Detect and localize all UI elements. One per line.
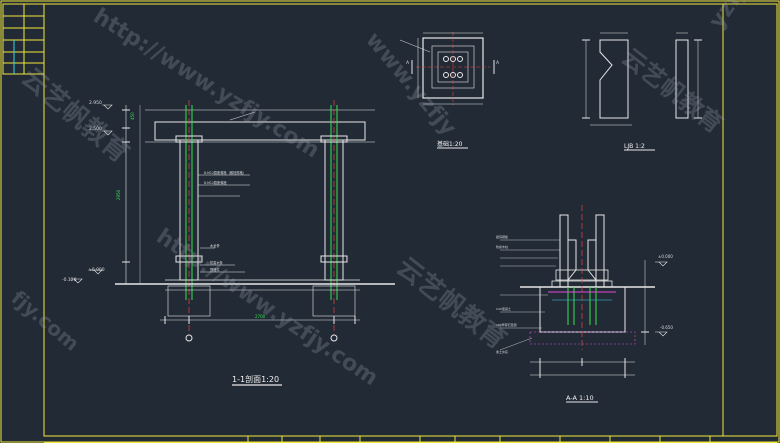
svg-text:2700: 2700 [255, 314, 266, 319]
watermark-brand-1: 云艺帆教育 [16, 62, 136, 169]
aa-annotation-gravel: 100厚碎石垫层 [496, 322, 517, 327]
aa-annotation-soil: 素土夯实 [496, 349, 508, 354]
watermark-url-5: www.yzfjy [360, 28, 460, 141]
annotation-bolt: 6-M12膨胀螺栓 [204, 180, 228, 185]
annotation-wood-strip: 防腐木条 [210, 260, 224, 265]
aa-annotation-column: 防腐木柱 [496, 244, 508, 249]
watermark-url-4: fjy.com [7, 285, 84, 355]
title-section-a-a: A-A 1:10 [566, 394, 594, 402]
elev-2500: 2.500 [89, 126, 102, 132]
annotation-wood-joist: 木龙骨 [210, 243, 220, 248]
title-foundation: 基础1:20 [437, 140, 463, 148]
svg-text:450: 450 [130, 112, 135, 120]
elev-ground: ±0.000 [88, 267, 105, 273]
title-ljb: LJB 1:2 [624, 143, 645, 150]
section-a-a-drawing [499, 205, 668, 378]
watermark-url-3: yzfjy.com [704, 0, 780, 33]
watermark-brand-2: 云艺帆教育 [391, 251, 513, 355]
aa-annotation-concrete: C20混凝土 [496, 306, 511, 311]
ljb-detail-drawing [582, 32, 702, 126]
elev-2950: 2.950 [89, 100, 102, 106]
svg-text:2950: 2950 [116, 189, 121, 200]
foundation-plan-drawing [399, 32, 495, 105]
annotation-bolt-spec: 6-M12膨胀螺栓（螺栓规格） [204, 170, 246, 175]
section-marker-left: A [406, 60, 410, 66]
elev-neg: -0.120 [62, 277, 77, 283]
left-stamp-table [2, 3, 45, 75]
watermark-brand-3: 云艺帆教育 [616, 43, 728, 139]
bottom-title-block [44, 435, 777, 443]
annotation-embedded: 预埋件 [210, 267, 220, 272]
title-section-1-1: 1-1剖面1:20 [232, 374, 279, 384]
aa-elev-ground: ±0.000 [658, 254, 673, 259]
aa-elev-base: -0.650 [660, 325, 673, 330]
section-marker-right: A [496, 60, 500, 66]
section-1-1-drawing: 2700 2950 450 [70, 100, 395, 342]
watermark-url-2: http://www.yzfjy.com [152, 224, 383, 391]
aa-annotation-plate: 镀锌钢板 [496, 234, 508, 239]
